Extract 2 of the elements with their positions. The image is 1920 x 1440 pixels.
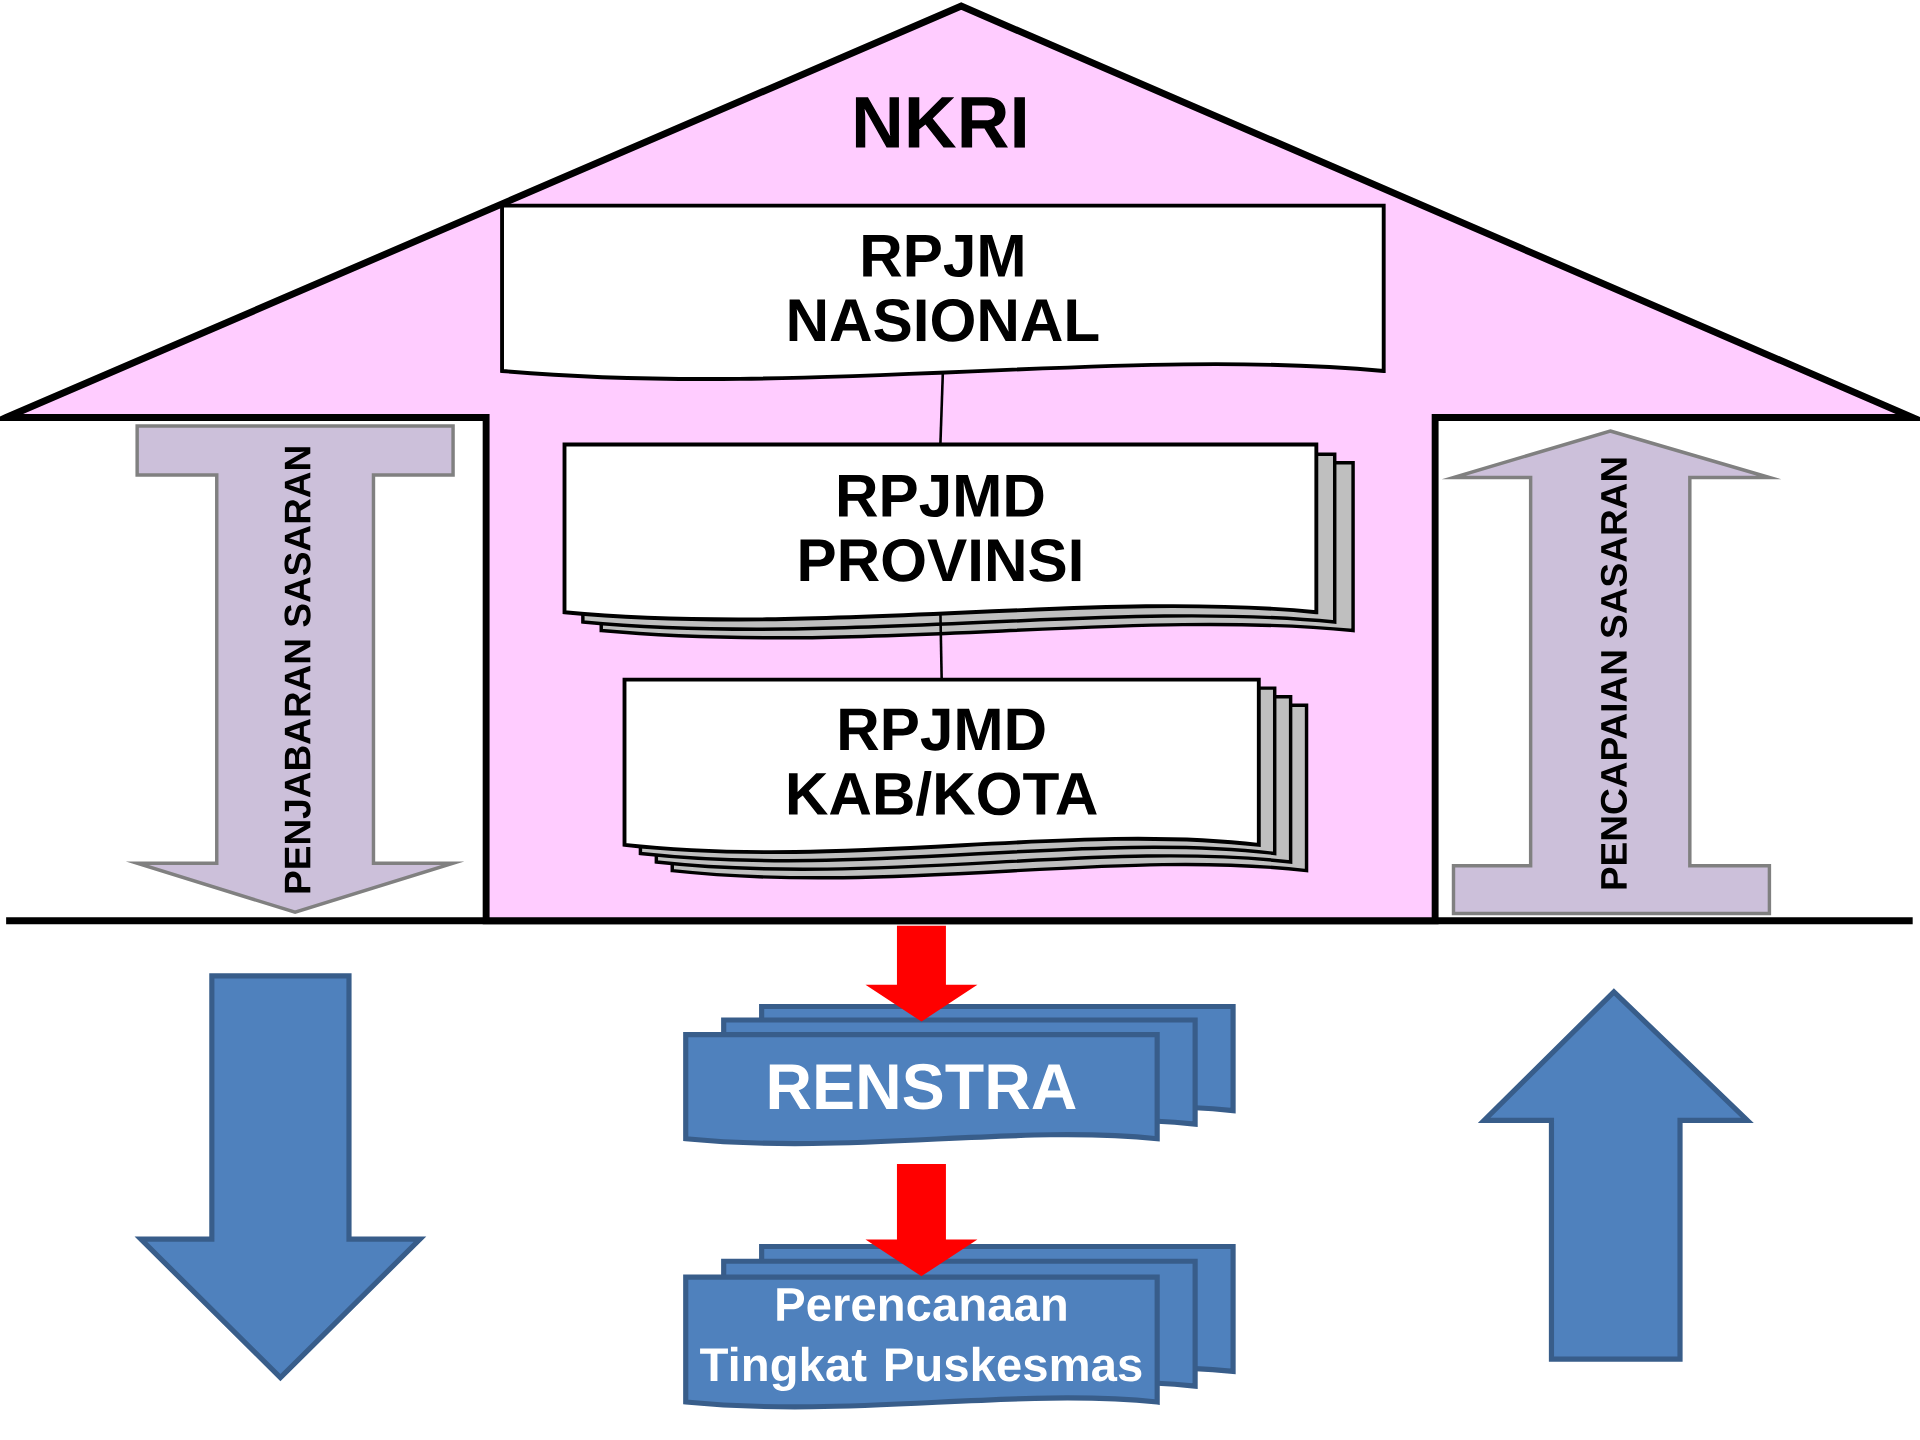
connector-line bbox=[939, 613, 943, 679]
connector-line bbox=[939, 371, 945, 444]
